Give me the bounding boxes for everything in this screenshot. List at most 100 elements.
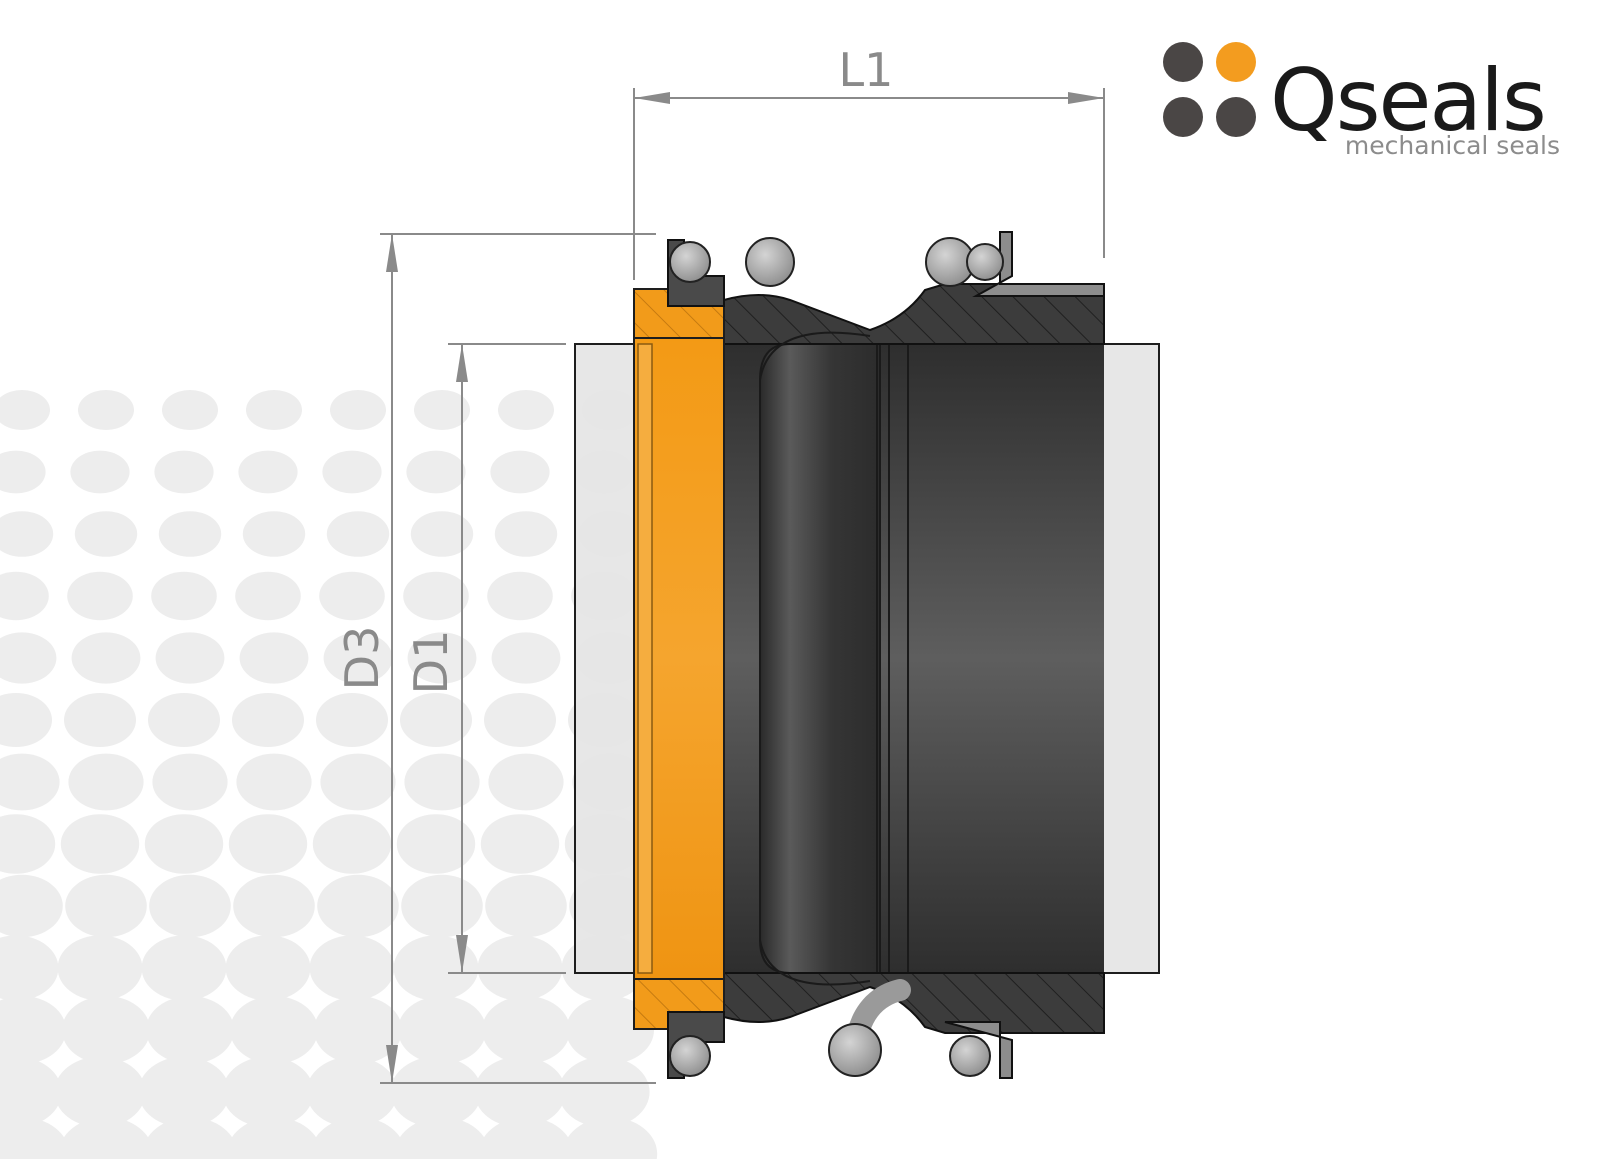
background-dot — [148, 693, 220, 747]
spring-coil — [669, 1035, 711, 1077]
background-dot — [0, 632, 57, 684]
background-dot — [225, 935, 311, 1001]
background-dot — [317, 874, 399, 938]
background-dot — [226, 1117, 322, 1159]
background-dot — [566, 996, 654, 1064]
background-dot — [149, 874, 231, 938]
background-dot — [480, 814, 560, 874]
background-dot — [491, 632, 561, 684]
d1-arrow-bottom — [456, 935, 468, 973]
background-dot — [0, 935, 59, 1001]
background-dot — [323, 632, 393, 684]
background-dot — [60, 814, 140, 874]
background-dot — [238, 450, 298, 494]
bellows-inner-profile — [759, 343, 881, 974]
background-dot — [490, 450, 550, 494]
background-dot — [494, 511, 558, 557]
brand-logo: Qseals mechanical seals — [1163, 42, 1560, 160]
background-dot — [474, 1056, 566, 1128]
background-dot — [309, 935, 395, 1001]
background-dot — [65, 874, 147, 938]
background-dot — [558, 1056, 650, 1128]
background-dot — [57, 935, 143, 1001]
background-dot — [0, 571, 49, 621]
l1-label: L1 — [839, 43, 894, 97]
background-dot — [222, 1056, 314, 1128]
background-dot — [235, 571, 301, 621]
background-dot — [236, 753, 312, 811]
background-dot — [485, 874, 567, 938]
l1-arrow-right — [1068, 92, 1104, 104]
right-clip-bottom — [944, 1021, 1013, 1079]
background-dot — [68, 753, 144, 811]
background-dot — [141, 935, 227, 1001]
background-dot — [0, 390, 50, 430]
background-dot — [400, 693, 472, 747]
background-dot — [0, 874, 63, 938]
background-dot — [228, 814, 308, 874]
background-dot — [0, 753, 60, 811]
background-dot — [0, 814, 56, 874]
background-dot — [144, 814, 224, 874]
d3-label: D3 — [335, 626, 389, 691]
background-dot — [316, 693, 388, 747]
dimension-arrows — [386, 92, 1104, 1083]
background-dot — [70, 450, 130, 494]
background-dot — [390, 1056, 482, 1128]
l1-arrow-left — [634, 92, 670, 104]
background-dot — [0, 511, 54, 557]
bellows-lip-top — [759, 331, 871, 381]
background-dot — [0, 996, 66, 1064]
background-dot — [394, 1117, 490, 1159]
background-dot — [484, 693, 556, 747]
background-dot — [78, 390, 134, 430]
background-dot — [151, 571, 217, 621]
background-dot — [64, 693, 136, 747]
background-dot — [482, 996, 570, 1064]
background-dot — [0, 1056, 62, 1128]
background-dot — [71, 632, 141, 684]
background-dot — [162, 390, 218, 430]
background-dot — [242, 511, 306, 557]
background-dot — [246, 390, 302, 430]
background-dot — [498, 390, 554, 430]
spring-coil — [949, 1035, 991, 1077]
background-dot — [230, 996, 318, 1064]
background-dot — [478, 1117, 574, 1159]
background-dot — [396, 814, 476, 874]
background-dot — [326, 511, 390, 557]
background-dot — [414, 390, 470, 430]
d3-arrow-top — [386, 234, 398, 272]
background-dot — [0, 1117, 70, 1159]
brand-tagline: mechanical seals — [1345, 131, 1560, 160]
background-dot — [138, 1056, 230, 1128]
four-dots-logo-icon — [1163, 42, 1256, 137]
d3-arrow-bottom — [386, 1045, 398, 1083]
background-dot — [239, 632, 309, 684]
background-dot — [401, 874, 483, 938]
spring-coil — [966, 243, 1004, 281]
background-dot — [319, 571, 385, 621]
background-dot — [158, 511, 222, 557]
background-dot — [74, 511, 138, 557]
background-dot — [146, 996, 234, 1064]
seat-ring-inner-chamfer — [637, 343, 653, 974]
spring-coil — [828, 1023, 882, 1077]
right-clip-top — [972, 231, 1105, 297]
background-dot — [152, 753, 228, 811]
background-dot — [306, 1056, 398, 1128]
spring-coil — [669, 241, 711, 283]
spring-coils — [669, 237, 1004, 1077]
dimension-lines — [380, 88, 1105, 1084]
background-dot — [54, 1056, 146, 1128]
background-dot — [398, 996, 486, 1064]
d1-arrow-top — [456, 344, 468, 382]
spring-coil — [745, 237, 795, 287]
background-dot — [0, 450, 46, 494]
background-dot — [477, 935, 563, 1001]
background-dot — [154, 450, 214, 494]
background-dot — [142, 1117, 238, 1159]
background-dot — [562, 1117, 658, 1159]
